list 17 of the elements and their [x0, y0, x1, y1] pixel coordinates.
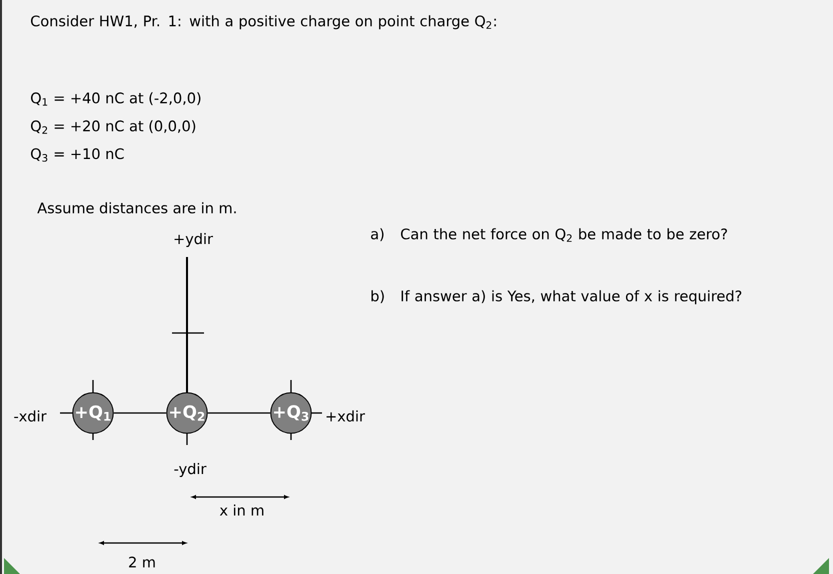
charge-value: Q$_{1}$ = +40 nC at (-2,0,0) — [31, 92, 200, 106]
question-text: If answer a) is Yes, what value of x is required? — [402, 290, 742, 304]
axis-label: +xdir — [326, 410, 365, 422]
list-marker: a) — [371, 228, 384, 242]
question-text: Can the net force on Q$_{2}$ be made to be zero? — [401, 228, 727, 242]
charge-value: Q$_{2}$ = +20 nC at (0,0,0) — [31, 120, 196, 134]
list-marker: b) — [372, 290, 384, 304]
intro-text: Consider HW1, Pr. 1: with a positive charge on point charge Q$_{2}$: — [31, 15, 496, 30]
connector-line — [208, 412, 270, 414]
note-text: Assume distances are in m. — [37, 202, 236, 214]
axis-label: -ydir — [174, 462, 206, 478]
axis-label: +ydir — [174, 232, 213, 248]
charge-value: Q$_{3}$ = +10 nC — [31, 148, 124, 162]
dimension-label: x in m — [220, 504, 264, 516]
dimension-label: 2 m — [129, 556, 155, 568]
axis-label: -xdir — [14, 410, 47, 422]
connector-line — [114, 412, 166, 414]
